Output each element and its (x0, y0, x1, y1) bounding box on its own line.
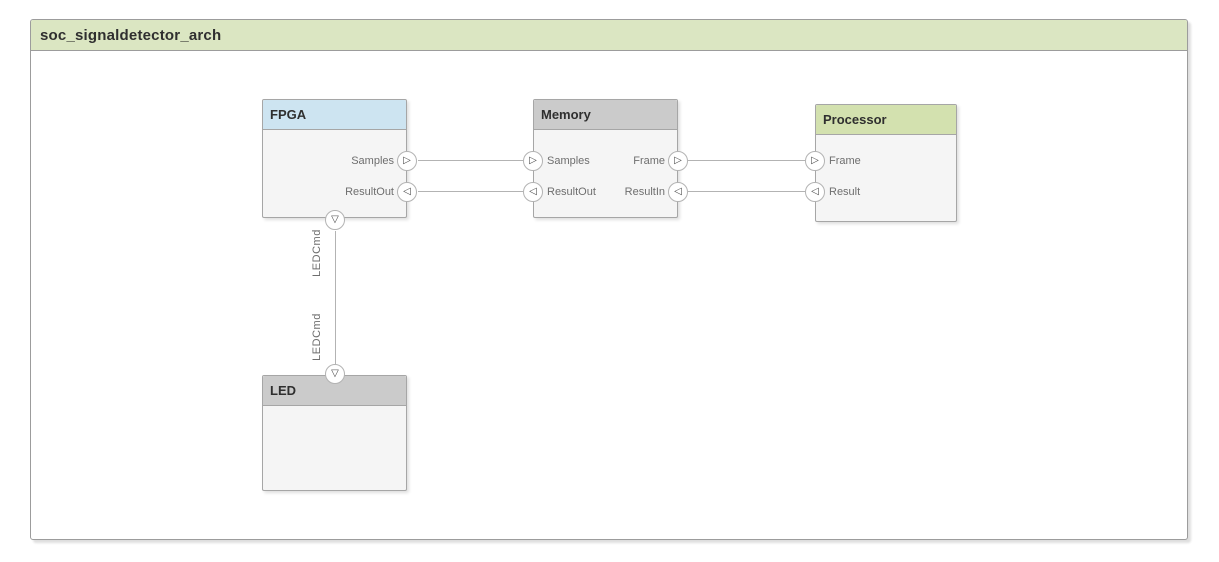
block-fpga[interactable]: FPGA (262, 99, 407, 218)
port-led-ledcmd-in[interactable]: ▽ (325, 364, 345, 384)
block-processor-title: Processor (823, 112, 887, 127)
diagram-title: soc_signaldetector_arch (40, 26, 222, 44)
triangle-left-icon: ◁ (403, 186, 411, 197)
port-label-processor-frame: Frame (829, 155, 861, 167)
port-label-fpga-samples: Samples (351, 155, 394, 167)
port-memory-resultin-in[interactable]: ◁ (668, 182, 688, 202)
port-memory-samples-in[interactable]: ▷ (523, 151, 543, 171)
triangle-right-icon: ▷ (403, 155, 411, 166)
diagram-title-bar: soc_signaldetector_arch (31, 20, 1187, 51)
architecture-frame[interactable]: soc_signaldetector_arch (30, 19, 1188, 540)
triangle-left-icon: ◁ (811, 186, 819, 197)
connection-processor-memory-resultin[interactable] (688, 191, 805, 192)
port-label-memory-frame: Frame (633, 155, 665, 167)
triangle-right-icon: ▷ (674, 155, 682, 166)
block-processor-header: Processor (816, 105, 956, 135)
port-fpga-samples-out[interactable]: ▷ (397, 151, 417, 171)
connection-memory-fpga-resultout[interactable] (418, 191, 523, 192)
port-label-fpga-resultout: ResultOut (345, 186, 394, 198)
block-memory-header: Memory (534, 100, 677, 130)
port-fpga-ledcmd-out[interactable]: ▽ (325, 210, 345, 230)
block-fpga-header: FPGA (263, 100, 406, 130)
block-led[interactable]: LED (262, 375, 407, 491)
port-memory-frame-out[interactable]: ▷ (668, 151, 688, 171)
connection-fpga-memory-samples[interactable] (418, 160, 523, 161)
port-fpga-resultout-in[interactable]: ◁ (397, 182, 417, 202)
connection-label-ledcmd-upper: LEDCmd (311, 229, 323, 277)
block-memory-title: Memory (541, 107, 591, 122)
triangle-right-icon: ▷ (811, 155, 819, 166)
connection-label-ledcmd-lower: LEDCmd (311, 313, 323, 361)
port-label-memory-resultout: ResultOut (547, 186, 596, 198)
connection-memory-processor-frame[interactable] (688, 160, 805, 161)
triangle-right-icon: ▷ (529, 155, 537, 166)
port-processor-frame-in[interactable]: ▷ (805, 151, 825, 171)
triangle-down-icon: ▽ (331, 368, 339, 379)
port-label-memory-resultin: ResultIn (624, 186, 665, 198)
block-fpga-title: FPGA (270, 107, 307, 122)
port-processor-result-out[interactable]: ◁ (805, 182, 825, 202)
triangle-left-icon: ◁ (674, 186, 682, 197)
connection-fpga-led-ledcmd[interactable] (335, 231, 336, 364)
triangle-left-icon: ◁ (529, 186, 537, 197)
triangle-down-icon: ▽ (331, 214, 339, 225)
port-memory-resultout-out[interactable]: ◁ (523, 182, 543, 202)
port-label-memory-samples: Samples (547, 155, 590, 167)
block-led-title: LED (270, 383, 296, 398)
port-label-processor-result: Result (829, 186, 861, 198)
